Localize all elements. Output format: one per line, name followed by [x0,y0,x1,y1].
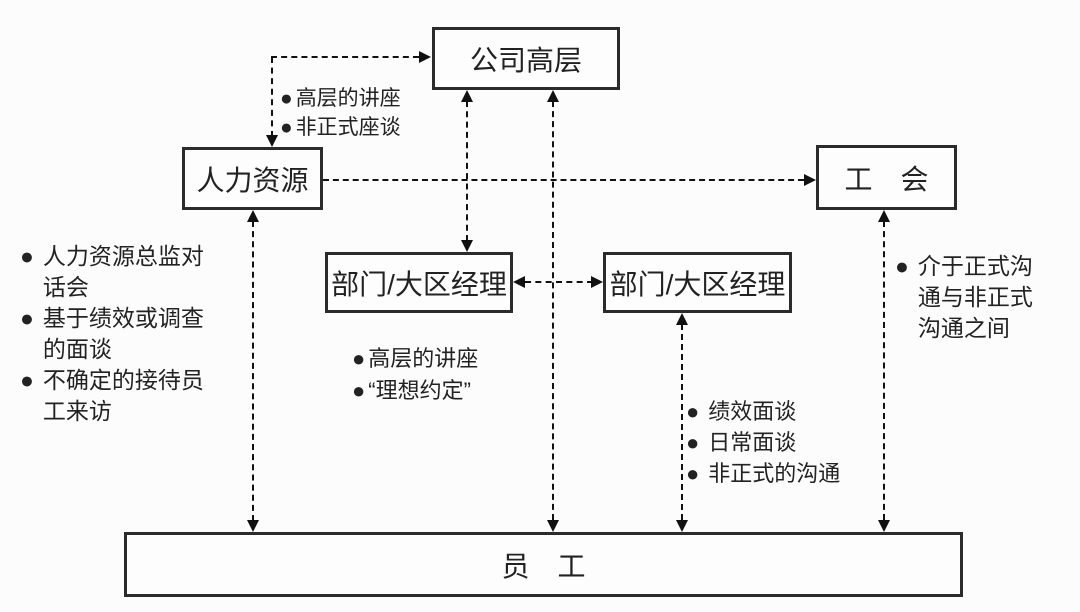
bullet-icon: ● [352,378,366,403]
annotation-text: 高层的讲座 [368,346,479,371]
annotation-text: 介于正式沟通与非正式沟通之间 [917,253,1033,341]
node-hr-label: 人力资源 [196,164,309,196]
annotation-item: ● 高层的讲座 [352,343,478,375]
annotation-text: 基于绩效或调查的面谈 [42,305,204,362]
annotation-item: ● 基于绩效或调查的面谈 [20,303,206,365]
node-employees-label: 员 工 [501,550,586,582]
bullet-icon: ● [20,243,34,269]
annotation-top-managers: ● 高层的讲座 ● “理想约定” [352,343,478,407]
node-union-label: 工 会 [844,163,929,195]
bullet-icon: ● [280,116,293,139]
annotation-text: 日常面谈 [708,430,797,455]
bullet-icon: ● [20,367,34,393]
node-manager-left-label: 部门/大区经理 [331,268,507,300]
annotation-hr-top: ● 高层的讲座 ● 非正式座谈 [280,84,401,142]
connector-hr-union [323,179,804,181]
arrowhead-right-icon [419,51,431,63]
annotation-text: 非正式的沟通 [708,461,841,486]
annotation-item: ● 介于正式沟通与非正式沟通之间 [895,251,1037,344]
node-top-management: 公司高层 [432,27,620,90]
annotation-text: “理想约定” [368,378,471,403]
node-manager-left: 部门/大区经理 [325,252,513,313]
connector-manager-right-employees [681,324,683,520]
connector-top-employees [552,101,554,520]
annotation-item: ● “理想约定” [352,375,478,407]
node-hr: 人力资源 [182,147,323,210]
arrowhead-left-icon [513,276,525,288]
annotation-text: 非正式座谈 [295,116,401,139]
annotation-union-employees: ● 介于正式沟通与非正式沟通之间 [895,251,1037,344]
annotation-item: ● 高层的讲座 [280,84,401,113]
arrowhead-down-icon [878,520,890,532]
arrowhead-right-icon [804,174,816,186]
annotation-text: 高层的讲座 [295,87,401,110]
bullet-icon: ● [280,87,293,110]
annotation-text: 不确定的接待员工来访 [42,367,204,424]
annotation-hr-employees: ● 人力资源总监对话会 ● 基于绩效或调查的面谈 ● 不确定的接待员工来访 [20,241,206,427]
node-manager-right: 部门/大区经理 [603,252,792,313]
bullet-icon: ● [686,399,700,424]
connector-union-employees [883,221,885,520]
annotation-text: 绩效面谈 [708,399,797,424]
arrowhead-up-icon [878,210,890,222]
node-top-management-label: 公司高层 [469,44,582,76]
connector-managers [525,281,593,283]
bullet-icon: ● [686,461,700,486]
connector-hr-employees [252,221,254,521]
arrowhead-down-icon [676,520,688,532]
node-manager-right-label: 部门/大区经理 [609,268,786,300]
bullet-icon: ● [895,253,909,279]
annotation-item: ● 非正式的沟通 [686,458,840,489]
arrowhead-up-icon [676,313,688,325]
annotation-item: ● 日常面谈 [686,427,840,458]
bullet-icon: ● [352,346,366,371]
arrowhead-up-icon [247,210,259,222]
arrowhead-down-icon [266,135,278,147]
bullet-icon: ● [20,305,34,331]
annotation-text: 人力资源总监对话会 [42,243,204,300]
arrowhead-up-icon [461,90,473,102]
annotation-item: ● 不确定的接待员工来访 [20,365,206,427]
node-union: 工 会 [816,145,957,210]
arrowhead-right-icon [591,276,603,288]
bullet-icon: ● [686,430,700,455]
annotation-managers-employees: ● 绩效面谈 ● 日常面谈 ● 非正式的沟通 [686,396,840,489]
arrowhead-up-icon [547,90,559,102]
arrowhead-down-icon [461,240,473,252]
connector-hr-top-vertical [271,57,273,137]
connector-hr-top-horizontal [271,56,419,58]
connector-top-manager-left [466,101,468,241]
node-employees: 员 工 [124,532,963,597]
annotation-item: ● 非正式座谈 [280,113,401,142]
arrowhead-down-icon [247,520,259,532]
annotation-item: ● 绩效面谈 [686,396,840,427]
annotation-item: ● 人力资源总监对话会 [20,241,206,303]
arrowhead-down-icon [547,520,559,532]
